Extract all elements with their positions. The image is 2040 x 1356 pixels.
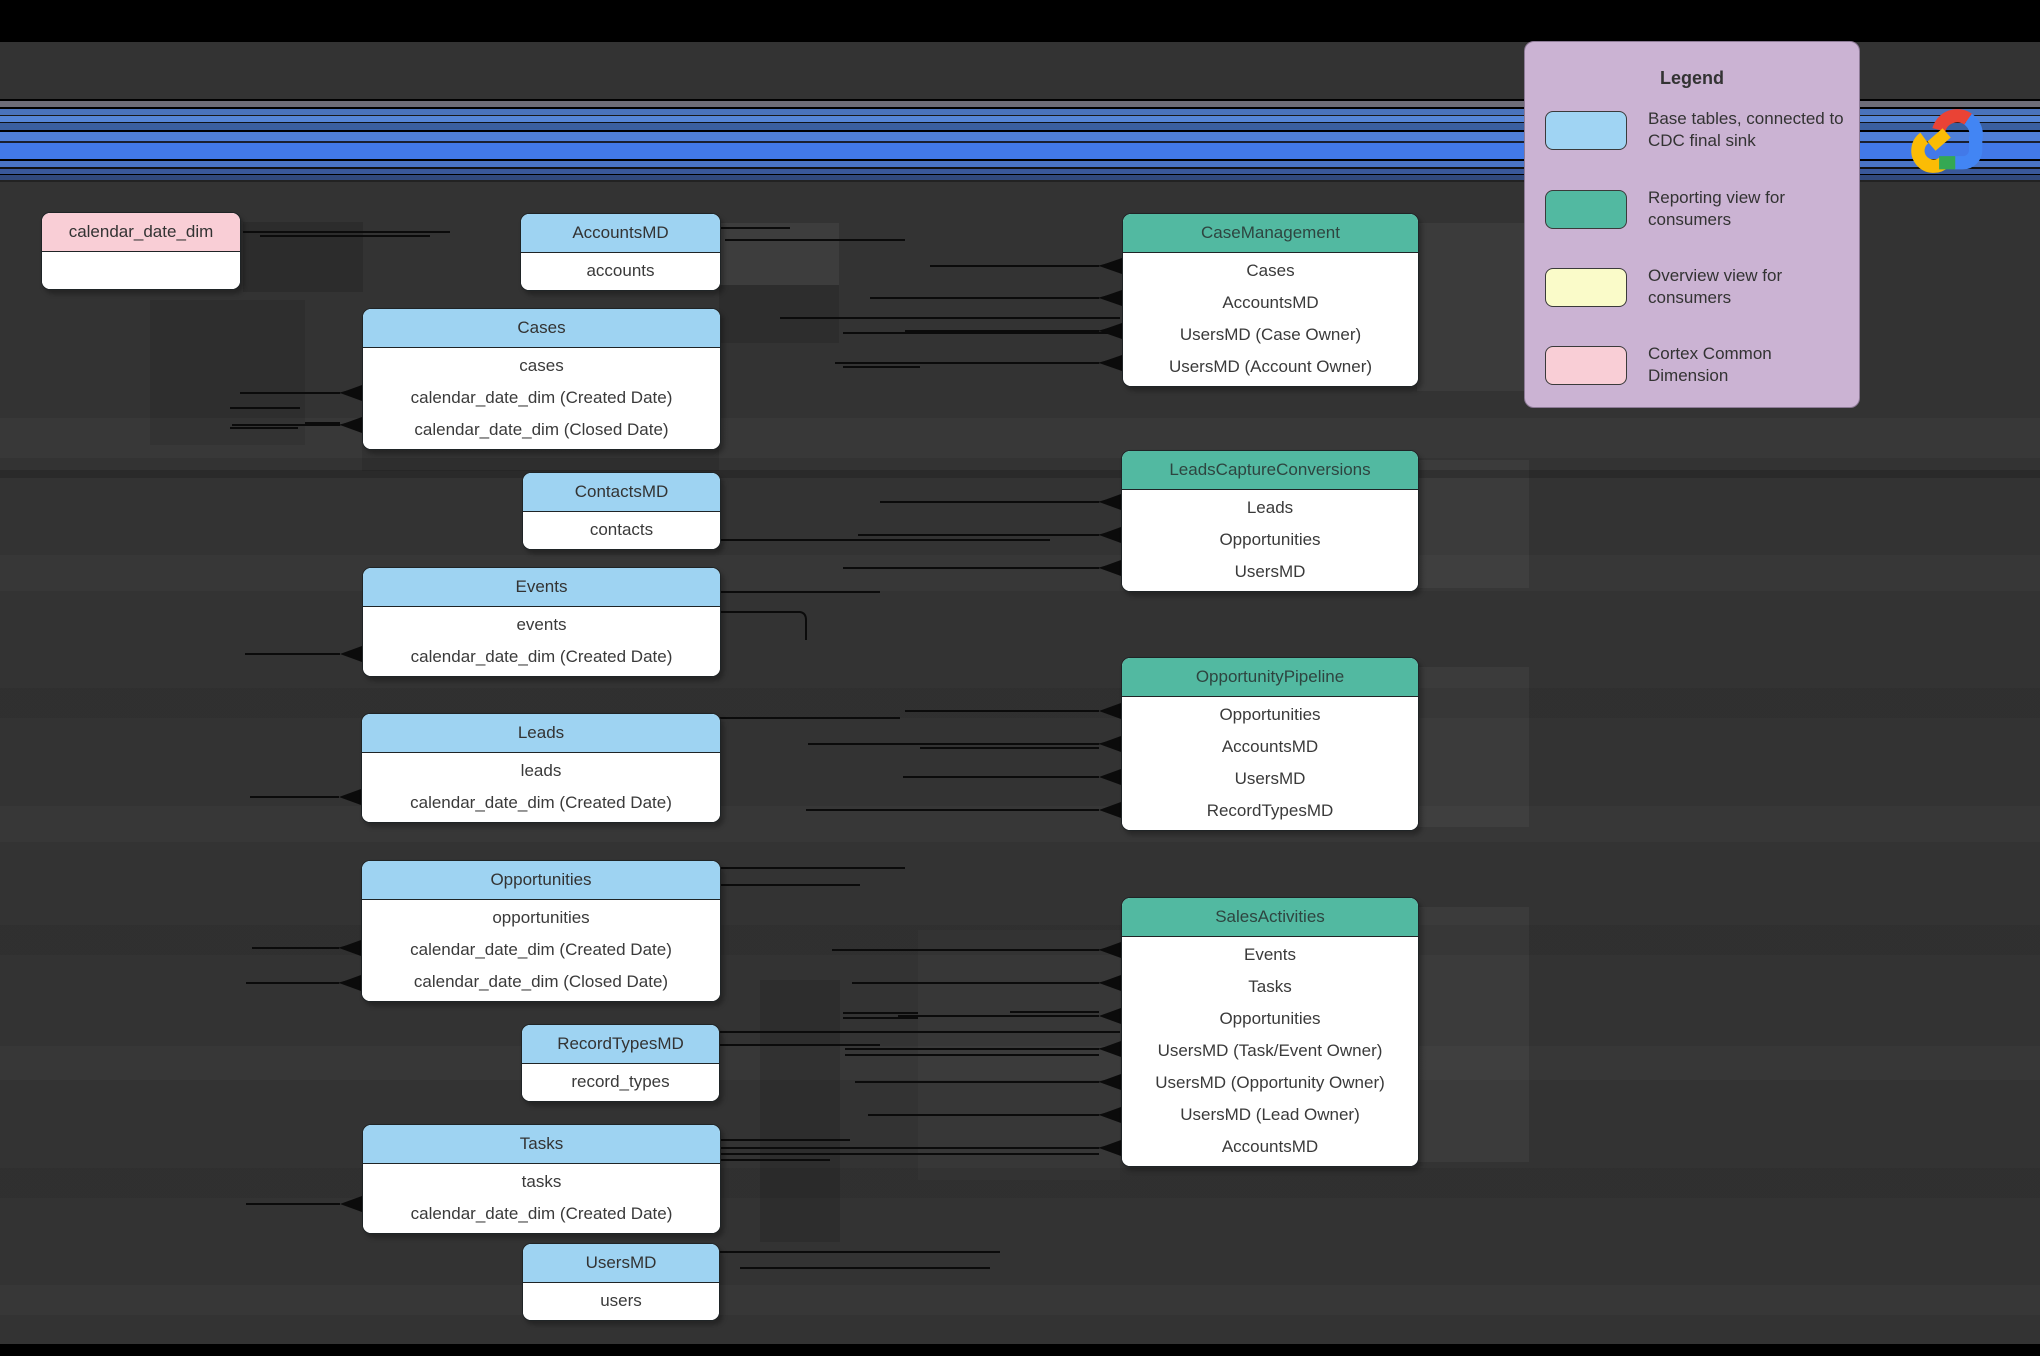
table-events: Events events calendar_date_dim (Created… xyxy=(362,567,721,677)
table-row: calendar_date_dim (Closed Date) xyxy=(413,972,669,991)
legend-title: Legend xyxy=(1659,68,1724,88)
table-header: Events xyxy=(363,568,720,607)
table-row: calendar_date_dim (Created Date) xyxy=(410,1204,673,1223)
table-usersmd: UsersMD users xyxy=(522,1243,720,1321)
table-row: leads xyxy=(520,761,562,780)
legend-swatch-common-dimension xyxy=(1545,345,1627,385)
legend-item: Reporting view for consumers xyxy=(1545,187,1845,231)
table-calendar-date-dim: calendar_date_dim xyxy=(41,212,241,290)
view-row: UsersMD (Opportunity Owner) xyxy=(1155,1073,1385,1092)
table-row: accounts xyxy=(586,261,655,280)
view-row: AccountsMD xyxy=(1221,1137,1319,1156)
legend: Legend Base tables, connected to CDC fin… xyxy=(1524,41,1860,408)
legend-item: Overview view for consumers xyxy=(1545,265,1845,309)
legend-item: Base tables, connected to CDC final sink xyxy=(1545,108,1845,152)
table-header: calendar_date_dim xyxy=(42,213,240,252)
view-row: Opportunities xyxy=(1219,530,1321,549)
table-row: calendar_date_dim (Created Date) xyxy=(410,647,673,666)
view-row: UsersMD (Task/Event Owner) xyxy=(1157,1041,1383,1060)
view-row: RecordTypesMD xyxy=(1206,801,1334,820)
table-row: tasks xyxy=(521,1172,562,1191)
table-body xyxy=(42,252,240,289)
table-accountsmd: AccountsMD accounts xyxy=(520,213,721,291)
view-row: Opportunities xyxy=(1219,1009,1321,1028)
view-row: Events xyxy=(1244,945,1296,964)
table-row: cases xyxy=(519,356,564,375)
table-cases: Cases cases calendar_date_dim (Created D… xyxy=(362,308,721,450)
view-salesactivities: SalesActivities Events Tasks Opportuniti… xyxy=(1121,897,1419,1167)
view-row: AccountsMD xyxy=(1221,737,1319,756)
table-header: ContactsMD xyxy=(523,473,720,512)
table-header: RecordTypesMD xyxy=(522,1025,719,1064)
table-row: calendar_date_dim (Created Date) xyxy=(410,388,673,407)
table-row: contacts xyxy=(589,520,654,539)
legend-label: Cortex Common Dimension xyxy=(1648,344,1772,385)
view-header: LeadsCaptureConversions xyxy=(1122,451,1418,490)
view-row: Tasks xyxy=(1248,977,1292,996)
legend-item: Cortex Common Dimension xyxy=(1545,343,1845,387)
google-cloud-logo xyxy=(1911,109,1983,173)
table-header: Leads xyxy=(362,714,720,753)
view-row: Opportunities xyxy=(1219,705,1321,724)
view-header: SalesActivities xyxy=(1122,898,1418,937)
table-contactsmd: ContactsMD contacts xyxy=(522,472,721,550)
table-header: AccountsMD xyxy=(521,214,720,253)
table-row: opportunities xyxy=(492,908,590,927)
table-header: UsersMD xyxy=(523,1244,719,1283)
legend-label: Reporting view for consumers xyxy=(1648,188,1786,229)
table-header: Opportunities xyxy=(362,861,720,900)
view-opportunitypipeline: OpportunityPipeline Opportunities Accoun… xyxy=(1121,657,1419,831)
view-row: Cases xyxy=(1246,261,1295,280)
view-row: Leads xyxy=(1246,498,1294,517)
view-leadscaptureconversions: LeadsCaptureConversions Leads Opportunit… xyxy=(1121,450,1419,592)
view-row: AccountsMD xyxy=(1222,293,1319,312)
view-header: OpportunityPipeline xyxy=(1122,658,1418,697)
table-row: calendar_date_dim (Created Date) xyxy=(410,793,672,812)
table-opportunities: Opportunities opportunities calendar_dat… xyxy=(361,860,721,1002)
view-row: UsersMD xyxy=(1234,562,1306,581)
table-header: Tasks xyxy=(363,1125,720,1164)
view-row: UsersMD (Case Owner) xyxy=(1179,325,1362,344)
view-casemanagement: CaseManagement Cases AccountsMD UsersMD … xyxy=(1122,213,1419,387)
legend-swatch-base-table xyxy=(1545,110,1627,150)
table-leads: Leads leads calendar_date_dim (Created D… xyxy=(361,713,721,823)
table-row: users xyxy=(600,1291,642,1310)
table-header: Cases xyxy=(363,309,720,348)
view-row: UsersMD (Lead Owner) xyxy=(1180,1105,1360,1124)
table-row: calendar_date_dim (Created Date) xyxy=(410,940,672,959)
legend-label: Overview view for consumers xyxy=(1648,266,1783,307)
table-row: calendar_date_dim (Closed Date) xyxy=(414,420,669,439)
view-header: CaseManagement xyxy=(1123,214,1418,253)
legend-swatch-reporting-view xyxy=(1545,189,1627,229)
legend-swatch-overview-view xyxy=(1545,267,1627,307)
table-recordtypesmd: RecordTypesMD record_types xyxy=(521,1024,720,1102)
table-row: record_types xyxy=(571,1072,670,1091)
legend-label: Base tables, connected to CDC final sink xyxy=(1648,109,1844,150)
view-row: UsersMD xyxy=(1234,769,1306,788)
table-row: events xyxy=(516,615,567,634)
table-tasks: Tasks tasks calendar_date_dim (Created D… xyxy=(362,1124,721,1234)
view-row: UsersMD (Account Owner) xyxy=(1168,357,1373,376)
